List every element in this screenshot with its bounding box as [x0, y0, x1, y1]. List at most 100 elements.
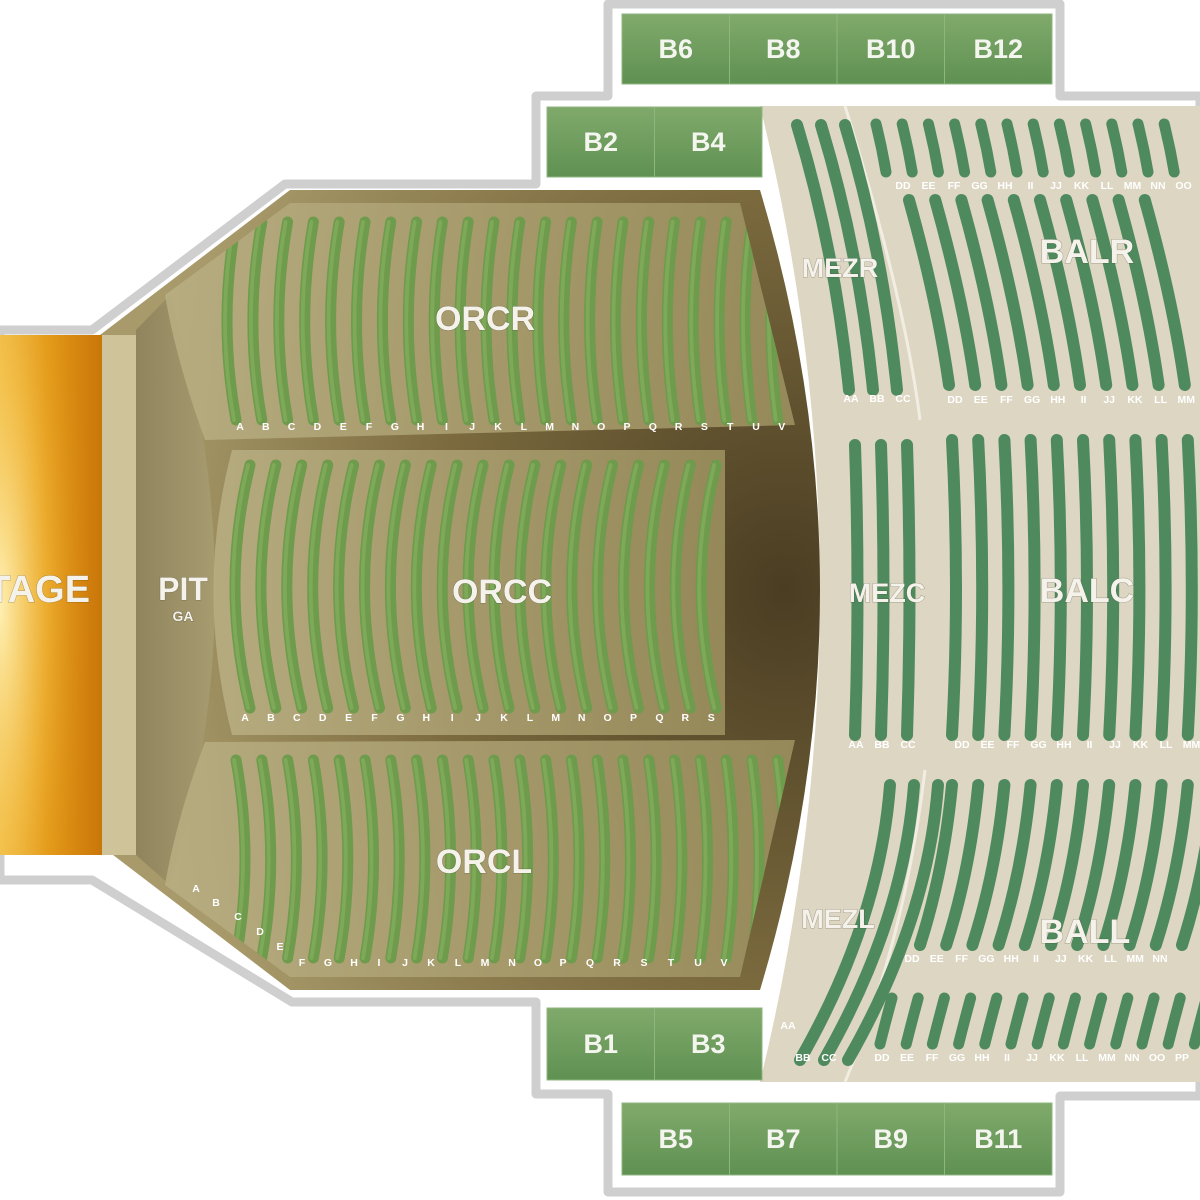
- balc-row-MM[interactable]: [1181, 434, 1198, 741]
- orcr-row-D[interactable]: [299, 216, 319, 426]
- balc-row-FF[interactable]: [998, 434, 1015, 741]
- ball-bottom-row-LL[interactable]: [1084, 992, 1108, 1050]
- balr-row-HH[interactable]: [1007, 194, 1060, 391]
- balc-row-JJ[interactable]: [1103, 434, 1120, 741]
- ball-bottom-row-OO[interactable]: [1162, 992, 1186, 1050]
- orcr-row-T[interactable]: [713, 216, 732, 426]
- balr-top-row-FF[interactable]: [922, 118, 944, 178]
- orcr-row-Q[interactable]: [635, 216, 655, 426]
- ball-row-GG[interactable]: [992, 779, 1037, 951]
- balr-row-LL[interactable]: [1112, 194, 1165, 391]
- orcl-row-F[interactable]: [359, 754, 379, 964]
- ball-bottom-row-FF[interactable]: [926, 992, 950, 1050]
- orcl-row-M[interactable]: [540, 754, 559, 964]
- ball-row-EE[interactable]: [940, 779, 985, 951]
- orcr-row-L[interactable]: [506, 216, 526, 426]
- balr-row-DD[interactable]: [903, 194, 955, 391]
- orcc-row-I[interactable]: [436, 459, 463, 714]
- orcr-row-S[interactable]: [687, 216, 706, 426]
- mezl-row-BB[interactable]: [818, 779, 920, 1066]
- orcr-row-U[interactable]: [739, 216, 758, 426]
- balr-top-row-OO[interactable]: [1158, 118, 1180, 178]
- balr-top-row-HH[interactable]: [975, 118, 997, 178]
- ball-bottom-row-PP[interactable]: [1188, 998, 1200, 1050]
- ball-row-DD[interactable]: [914, 779, 958, 951]
- balc-row-DD[interactable]: [946, 434, 962, 741]
- orcr-row-A[interactable]: [221, 216, 242, 426]
- orcr-row-G[interactable]: [376, 216, 397, 426]
- balc-row-II[interactable]: [1077, 434, 1093, 741]
- orcr-row-B[interactable]: [247, 216, 268, 426]
- box-b11[interactable]: B11: [944, 1102, 1053, 1176]
- balr-row-JJ[interactable]: [1060, 194, 1113, 391]
- ball-row-HH[interactable]: [1018, 779, 1063, 951]
- ball-row-KK[interactable]: [1097, 779, 1142, 951]
- pit-area[interactable]: [136, 295, 215, 885]
- ball-bottom-row-MM[interactable]: [1110, 992, 1134, 1050]
- ball-row-II[interactable]: [1045, 779, 1089, 951]
- orcc-row-P[interactable]: [618, 459, 644, 714]
- ball-bottom-row-KK[interactable]: [1057, 992, 1081, 1050]
- ball-row-MM[interactable]: [1149, 779, 1194, 951]
- balr-row-KK[interactable]: [1086, 194, 1139, 391]
- box-b5[interactable]: B5: [621, 1102, 730, 1176]
- orcc-row-J[interactable]: [462, 459, 489, 714]
- ball-row-NN[interactable]: [1176, 785, 1200, 951]
- orcl-row-R[interactable]: [669, 754, 688, 964]
- balr-row-GG[interactable]: [981, 194, 1034, 391]
- balr-top-row-LL[interactable]: [1080, 118, 1102, 178]
- mezc-row-BB[interactable]: [875, 439, 890, 741]
- balr-row-II[interactable]: [1034, 194, 1086, 391]
- orcl-row-Q[interactable]: [643, 754, 662, 964]
- mezr-row-AA[interactable]: [791, 119, 855, 396]
- ball-row-LL[interactable]: [1123, 779, 1168, 951]
- orcc-row-D[interactable]: [307, 459, 334, 714]
- orcr-row-F[interactable]: [351, 216, 371, 426]
- orcc-row-L[interactable]: [514, 459, 541, 714]
- orcc-row-R[interactable]: [669, 459, 696, 714]
- orcc-row-F[interactable]: [359, 459, 385, 714]
- orcl-row-J[interactable]: [462, 754, 482, 964]
- orcr-row-I[interactable]: [428, 216, 448, 426]
- orcl-row-P[interactable]: [617, 754, 636, 964]
- orcl-row-E[interactable]: [333, 754, 354, 964]
- ball-bottom-row-DD[interactable]: [874, 992, 898, 1050]
- balc-row-LL[interactable]: [1155, 434, 1172, 741]
- orcc-row-Q[interactable]: [643, 459, 670, 714]
- orcr-row-E[interactable]: [325, 216, 345, 426]
- orcr-row-R[interactable]: [661, 216, 681, 426]
- balr-top-row-GG[interactable]: [949, 118, 971, 178]
- orcl-row-I[interactable]: [436, 754, 457, 964]
- orcc-row-O[interactable]: [592, 459, 619, 714]
- box-b2[interactable]: B2: [546, 106, 655, 178]
- balr-top-row-MM[interactable]: [1106, 118, 1128, 178]
- box-b10[interactable]: B10: [836, 13, 945, 85]
- box-b6[interactable]: B6: [621, 13, 730, 85]
- balc-row-KK[interactable]: [1129, 434, 1146, 741]
- balr-top-row-DD[interactable]: [870, 118, 892, 178]
- orcl-row-L[interactable]: [514, 754, 534, 964]
- orcr-row-C[interactable]: [273, 216, 294, 426]
- ball-bottom-row-EE[interactable]: [900, 992, 924, 1050]
- orcl-row-O[interactable]: [591, 754, 611, 964]
- orcr-row-N[interactable]: [558, 216, 577, 426]
- balc-row-EE[interactable]: [972, 434, 989, 741]
- box-b8[interactable]: B8: [729, 13, 838, 85]
- balr-top-row-JJ[interactable]: [1027, 118, 1049, 178]
- orcl-row-T[interactable]: [720, 754, 739, 964]
- box-b12[interactable]: B12: [944, 13, 1053, 85]
- orcl-row-S[interactable]: [694, 754, 714, 964]
- orcr-row-J[interactable]: [454, 216, 474, 426]
- orcr-row-O[interactable]: [584, 216, 603, 426]
- orcr-row-H[interactable]: [402, 216, 423, 426]
- mezl-row-CC[interactable]: [842, 779, 944, 1066]
- orcc-row-S[interactable]: [695, 459, 722, 714]
- mezr-row-BB[interactable]: [815, 119, 879, 396]
- orcr-row-M[interactable]: [532, 216, 552, 426]
- orcl-row-H[interactable]: [411, 754, 431, 964]
- orcl-row-K[interactable]: [488, 754, 508, 964]
- orcc-row-N[interactable]: [566, 459, 593, 714]
- orcc-row-K[interactable]: [488, 459, 515, 714]
- orcc-row-E[interactable]: [333, 459, 360, 714]
- box-b4[interactable]: B4: [654, 106, 763, 178]
